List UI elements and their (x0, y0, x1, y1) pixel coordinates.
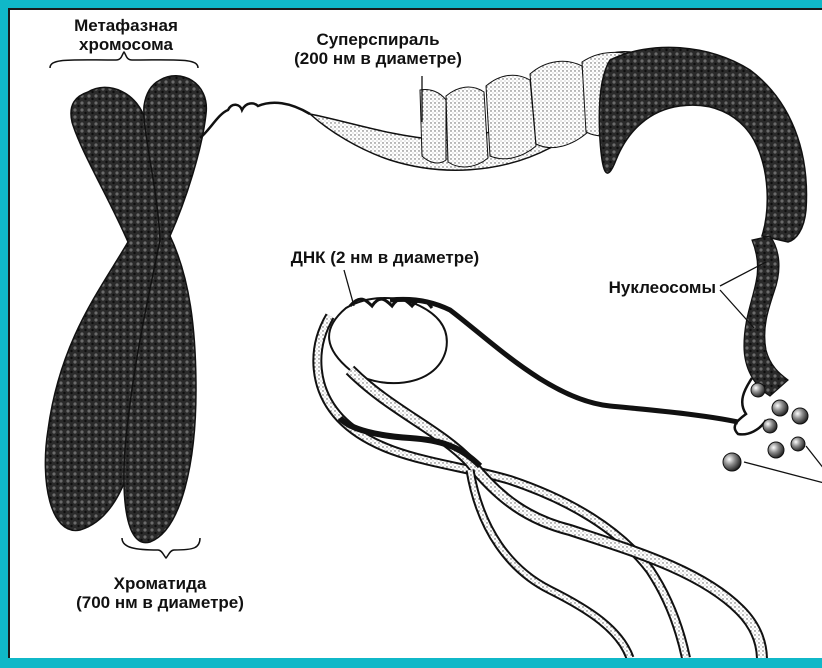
label-line: Суперспираль (268, 30, 488, 49)
label-line: хромосома (64, 35, 188, 54)
bead-leader-2 (806, 446, 822, 474)
supercoil-label: Суперспираль (200 нм в диаметре) (268, 30, 488, 68)
dna-double-helix (317, 298, 762, 658)
illustration-panel: Метафазная хромосома Суперспираль (200 н… (8, 8, 822, 658)
label-line: (200 нм в диаметре) (268, 49, 488, 68)
metaphase-chromosome (45, 76, 206, 543)
label-line: Хроматида (50, 574, 270, 593)
chromatin-thread (200, 103, 310, 138)
nucleosomes-label: Нуклеосомы (566, 278, 716, 297)
label-line: Метафазная (64, 16, 188, 35)
metaphase-chromosome-label: Метафазная хромосома (64, 16, 188, 54)
label-line: ДНК (2 нм в диаметре) (250, 248, 520, 267)
label-line: (700 нм в диаметре) (50, 593, 270, 612)
metaphase-bracket (50, 52, 198, 68)
chromatid-label: Хроматида (700 нм в диаметре) (50, 574, 270, 612)
bead-leader-1 (744, 462, 822, 484)
dna-leader (344, 270, 354, 306)
chromatid-bracket (122, 538, 200, 558)
dna-label: ДНК (2 нм в диаметре) (250, 248, 520, 267)
chromosome-structure-illustration (10, 10, 822, 658)
supercoil (310, 52, 640, 170)
solenoid-fiber (599, 47, 806, 396)
label-line: Нуклеосомы (566, 278, 716, 297)
